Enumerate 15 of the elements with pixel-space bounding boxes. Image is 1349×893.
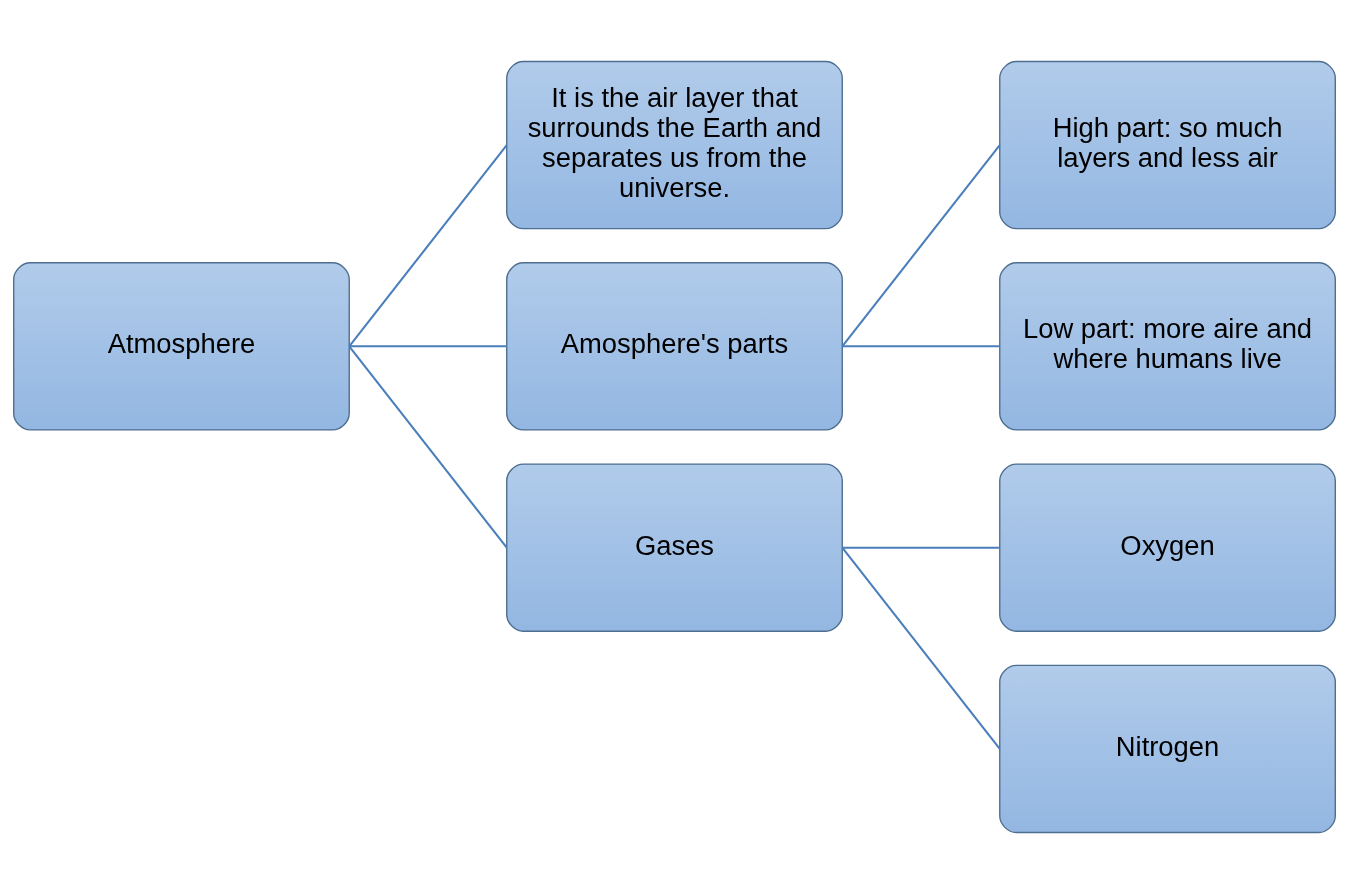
node-box: Oxygen (999, 462, 1336, 632)
connector (348, 345, 508, 548)
node-box: It is the air layer that surrounds the Earth and separates us from the universe. (506, 60, 843, 229)
node-box: Amosphere's parts (506, 261, 843, 431)
node-box: Gases (506, 462, 843, 632)
connector (348, 143, 508, 347)
connector (841, 143, 1001, 347)
connector (841, 546, 1001, 750)
connector (842, 344, 1000, 347)
node-box: High part: so much layers and less air (999, 60, 1336, 229)
connector (842, 546, 1000, 549)
connector (349, 344, 507, 347)
node-box: Low part: more aire and where humans live (999, 261, 1336, 431)
node-box: Atmosphere (13, 261, 350, 431)
node-box: Nitrogen (999, 664, 1336, 833)
